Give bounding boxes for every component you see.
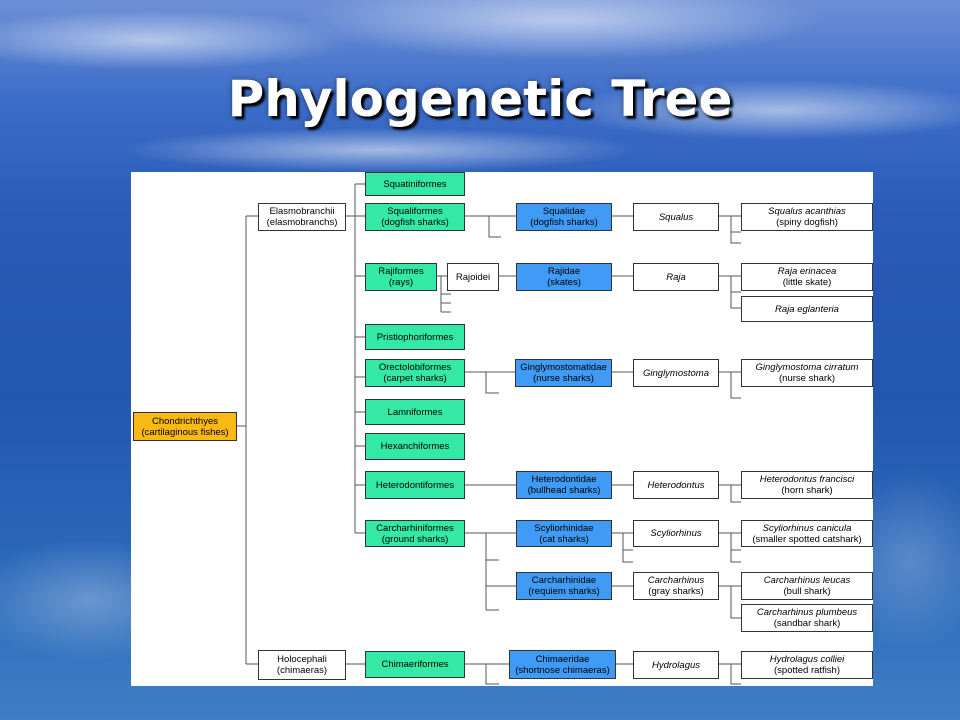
- node-hexanchiformes: Hexanchiformes: [365, 433, 465, 460]
- node-lamniformes: Lamniformes: [365, 399, 465, 425]
- node-holocephali: Holocephali(chimaeras): [258, 650, 346, 680]
- node-carcharhiniformes: Carcharhiniformes(ground sharks): [365, 520, 465, 547]
- node-hydrolagus-colliei: Hydrolagus colliei(spotted ratfish): [741, 651, 873, 679]
- tree-connector-lines: [236, 183, 741, 685]
- node-heterodontiformes: Heterodontiformes: [365, 471, 465, 499]
- node-carcharhinus-leucas: Carcharhinus leucas(bull shark): [741, 572, 873, 600]
- node-carcharhinidae: Carcharhinidae(requiem sharks): [516, 572, 612, 600]
- phylogenetic-tree-panel: Chondrichthyes(cartilaginous fishes) Ela…: [131, 172, 873, 686]
- node-raja-erinacea: Raja erinacea(little skate): [741, 263, 873, 291]
- node-carcharhinus: Carcharhinus(gray sharks): [633, 572, 719, 600]
- node-rajiformes: Rajiformes(rays): [365, 263, 437, 291]
- node-squalidae: Squalidae(dogfish sharks): [516, 203, 612, 231]
- node-scyliorhinus-canicula: Scyliorhinus canicula(smaller spotted ca…: [741, 520, 873, 547]
- node-rajoidei: Rajoidei: [447, 263, 499, 291]
- node-heterodontus: Heterodontus: [633, 471, 719, 499]
- node-chimaeridae: Chimaeridae(shortnose chimaeras): [509, 650, 616, 679]
- node-scyliorhinus: Scyliorhinus: [633, 520, 719, 547]
- node-heterodontus-francisci: Heterodontus francisci(horn shark): [741, 471, 873, 499]
- node-raja: Raja: [633, 263, 719, 291]
- node-raja-eglanteria: Raja eglanteria: [741, 296, 873, 322]
- slide-title: Phylogenetic Tree: [227, 70, 733, 128]
- node-chondrichthyes: Chondrichthyes(cartilaginous fishes): [133, 412, 237, 441]
- node-scyliorhinidae: Scyliorhinidae(cat sharks): [516, 520, 612, 547]
- node-ginglymostomatidae: Ginglymostomatidae(nurse sharks): [515, 359, 612, 387]
- node-ginglymostoma-cirratum: Ginglymostoma cirratum(nurse shark): [741, 359, 873, 387]
- node-squaliformes: Squaliformes(dogfish sharks): [365, 203, 465, 231]
- node-carcharhinus-plumbeus: Carcharhinus plumbeus(sandbar shark): [741, 604, 873, 632]
- node-elasmobranchii: Elasmobranchii(elasmobranchs): [258, 203, 346, 231]
- node-orectolobiformes: Orectolobiformes(carpet sharks): [365, 359, 465, 387]
- node-hydrolagus: Hydrolagus: [633, 651, 719, 679]
- node-chimaeriformes: Chimaeriformes: [365, 651, 465, 678]
- node-squatiniformes: Squatiniformes: [365, 172, 465, 196]
- node-squalus-acanthias: Squalus acanthias(spiny dogfish): [741, 203, 873, 231]
- node-rajidae: Rajidae(skates): [516, 263, 612, 291]
- node-pristiophoriformes: Pristiophoriformes: [365, 324, 465, 350]
- node-heterodontidae: Heterodontidae(bullhead sharks): [516, 471, 612, 499]
- node-squalus: Squalus: [633, 203, 719, 231]
- node-ginglymostoma: Ginglymostoma: [633, 359, 719, 387]
